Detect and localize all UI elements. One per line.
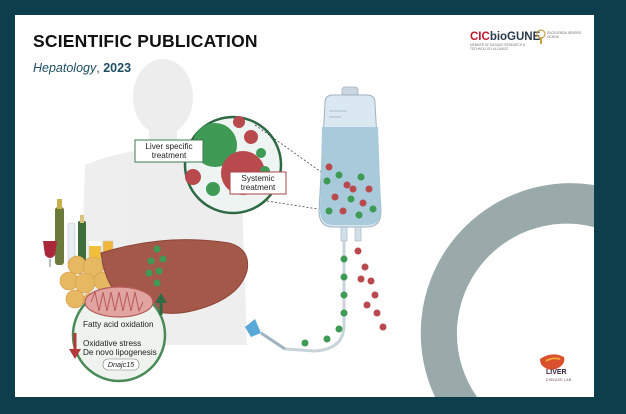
page-title: SCIENTIFIC PUBLICATION: [33, 31, 258, 51]
label-gene-dnajc15: Dnajc15: [108, 360, 135, 369]
tube-particles: [301, 255, 348, 347]
severo-ochoa-logo: Excelencia Severo Ochoa: [535, 29, 585, 50]
cic-biogune-logo: CICbioGUNE Member of Basque Research & T…: [470, 31, 540, 51]
label-liver-specific: Liver specific: [145, 142, 192, 151]
mitochondrion: [84, 286, 154, 318]
liver-logo-icon: [540, 354, 565, 370]
large-green-particle: [193, 123, 237, 167]
publication-card: Fatty acid oxidation Oxidative stress De…: [15, 15, 594, 397]
alcohol-drinks: [43, 199, 114, 267]
liver-particles: [145, 245, 167, 287]
bag-particles: [323, 163, 377, 219]
label-treatment: treatment: [152, 151, 187, 160]
label-oxidative-stress: Oxidative stress: [83, 339, 141, 348]
ldl-subname: DISEASE LAB: [546, 378, 572, 382]
iv-butterfly: [245, 319, 261, 337]
falling-particles: [354, 247, 387, 331]
illustration: Fatty acid oxidation Oxidative stress De…: [43, 59, 594, 397]
iv-bag: [318, 86, 382, 242]
label-systemic: Systemic: [241, 174, 274, 183]
systemic-treatment-box: [229, 171, 287, 195]
decorative-arc: [420, 183, 594, 397]
cic-logo-suffix: bioGUNE: [489, 31, 541, 43]
journal-line: Hepatology, 2023: [33, 61, 131, 75]
cic-logo-prefix: CIC: [470, 31, 490, 43]
severo-text: Excelencia Severo Ochoa: [547, 31, 582, 39]
seal-icon: [536, 29, 546, 44]
iv-needle: [260, 331, 286, 351]
gene-tag: [102, 358, 140, 371]
connector-line: [254, 124, 332, 180]
cic-tagline: Member of Basque Research & Technology A…: [470, 43, 526, 51]
label-systemic-treatment: treatment: [241, 183, 276, 192]
publication-year: 2023: [103, 61, 132, 75]
label-fatty-acid-oxidation: Fatty acid oxidation: [83, 320, 154, 329]
label-de-novo-lipogenesis: De novo lipogenesis: [83, 348, 157, 357]
iv-tube: [284, 241, 346, 353]
liver-treatment-box: [134, 139, 204, 163]
journal-name: Hepatology: [33, 61, 97, 75]
journal-separator: ,: [96, 61, 100, 75]
ldl-name: LIVER: [546, 369, 567, 376]
